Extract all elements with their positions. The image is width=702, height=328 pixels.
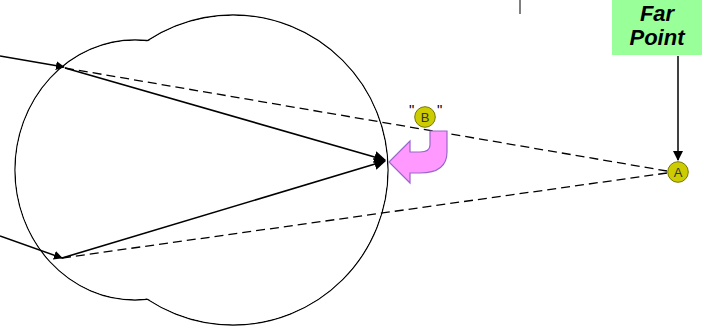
refracted-ray (62, 161, 385, 258)
quote-mark: " (437, 102, 442, 117)
point-marker: B (414, 106, 436, 128)
far-point-box: Far Point (612, 0, 702, 55)
curved-arrow (389, 131, 447, 183)
divider-line (520, 0, 521, 14)
box-title: Far Point (616, 2, 698, 50)
incoming-ray (0, 236, 62, 258)
refracted-ray (65, 68, 385, 160)
cornea (15, 40, 255, 300)
dashed-ray (62, 173, 667, 258)
dashed-ray (65, 68, 667, 171)
point-marker: A (667, 161, 689, 183)
incoming-ray (0, 56, 64, 67)
point-letter: A (674, 166, 683, 179)
pointer-arrow (677, 56, 679, 160)
quote-mark: " (409, 102, 414, 117)
point-letter: B (421, 111, 430, 124)
